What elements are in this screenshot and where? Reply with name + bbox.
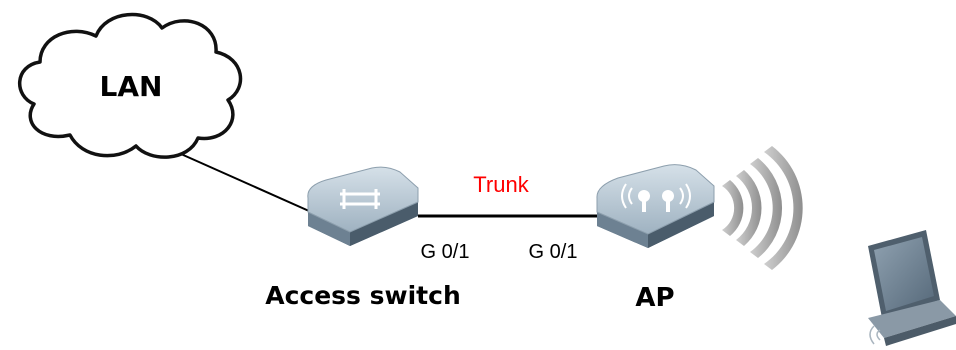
switch-port-label: G 0/1	[421, 241, 470, 263]
lan-cloud-icon	[17, 12, 243, 159]
access-point-icon	[596, 164, 715, 248]
trunk-label: Trunk	[473, 172, 529, 197]
laptop-icon	[868, 230, 956, 346]
access-switch-icon	[307, 166, 419, 246]
ap-port-label: G 0/1	[529, 241, 578, 263]
lan-to-switch-line	[171, 149, 319, 216]
wireless-signal-icon	[722, 146, 803, 270]
ap-label: AP	[635, 283, 674, 313]
lan-label: LAN	[100, 70, 163, 103]
access-switch-label: Access switch	[265, 281, 461, 310]
